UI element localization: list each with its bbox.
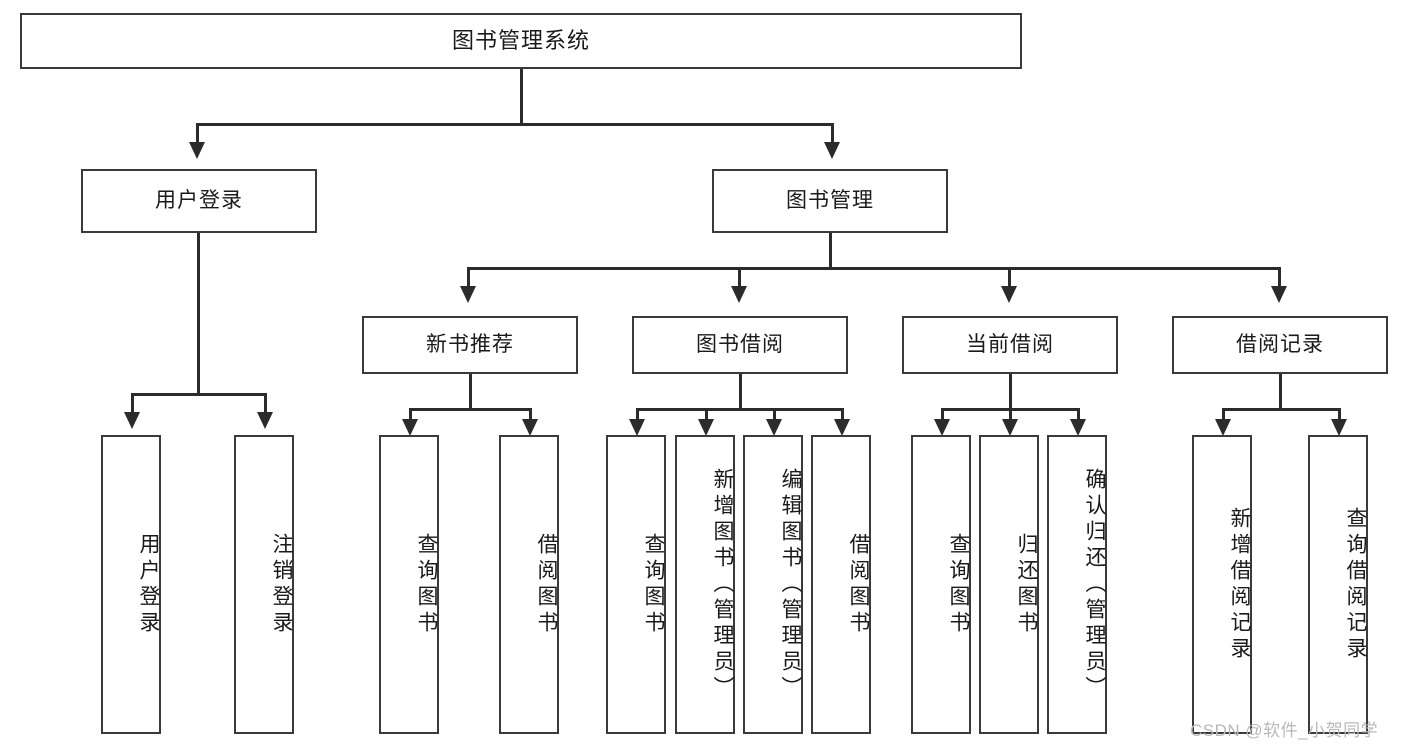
connector-drop-book-manage (831, 123, 834, 145)
arrow-to-bb-leaf-4 (834, 419, 850, 436)
leaf-borrow-record-add[interactable]: 新增借阅记录 (1192, 435, 1252, 734)
connector-drop-nb-2 (529, 408, 532, 422)
connector-new-book-stem (469, 374, 472, 410)
connector-drop-cb-2 (1009, 408, 1012, 422)
connector-drop-br-2 (1338, 408, 1341, 422)
leaf-current-borrow-query[interactable]: 查询图书 (911, 435, 971, 734)
arrow-to-cb-leaf-2 (1002, 419, 1018, 436)
arrow-to-book-borrow (731, 286, 747, 303)
arrow-to-bb-leaf-2 (698, 419, 714, 436)
leaf-user-login-login[interactable]: 用户登录 (101, 435, 161, 734)
leaf-book-borrow-edit-admin[interactable]: 编辑图书（管理员） (743, 435, 803, 734)
arrow-to-user-login (189, 142, 205, 159)
connector-drop-user-login (196, 123, 199, 145)
connector-drop-book-borrow (738, 267, 741, 289)
arrow-to-nb-leaf-2 (522, 419, 538, 436)
node-book-management[interactable]: 图书管理 (712, 169, 948, 233)
arrow-to-bb-leaf-3 (766, 419, 782, 436)
connector-borrow-record-stem (1279, 374, 1282, 410)
leaf-user-login-logout[interactable]: 注销登录 (234, 435, 294, 734)
arrow-to-book-manage (824, 142, 840, 159)
node-current-borrow[interactable]: 当前借阅 (902, 316, 1118, 374)
leaf-book-borrow-borrow[interactable]: 借阅图书 (811, 435, 871, 734)
node-book-borrow[interactable]: 图书借阅 (632, 316, 848, 374)
arrow-to-bb-leaf-1 (629, 419, 645, 436)
arrow-to-new-book-recommend (460, 286, 476, 303)
connector-level3-bus (467, 267, 1278, 270)
connector-drop-current-borrow (1008, 267, 1011, 289)
leaf-new-book-borrow[interactable]: 借阅图书 (499, 435, 559, 734)
connector-drop-leaf-user-login-2 (264, 393, 267, 415)
leaf-new-book-query[interactable]: 查询图书 (379, 435, 439, 734)
connector-drop-br-1 (1222, 408, 1225, 422)
leaf-book-borrow-query[interactable]: 查询图书 (606, 435, 666, 734)
connector-drop-leaf-user-login-1 (131, 393, 134, 415)
connector-drop-cb-3 (1077, 408, 1080, 422)
connector-drop-bb-4 (841, 408, 844, 422)
connector-drop-bb-3 (773, 408, 776, 422)
node-new-book-recommend[interactable]: 新书推荐 (362, 316, 578, 374)
connector-drop-cb-1 (941, 408, 944, 422)
node-root-library-management-system[interactable]: 图书管理系统 (20, 13, 1022, 69)
leaf-current-borrow-confirm-admin[interactable]: 确认归还（管理员） (1047, 435, 1107, 734)
arrow-to-br-leaf-1 (1215, 419, 1231, 436)
arrow-to-current-borrow (1001, 286, 1017, 303)
connector-user-login-stem (197, 233, 200, 395)
leaf-current-borrow-return[interactable]: 归还图书 (979, 435, 1039, 734)
connector-book-manage-stem (829, 233, 832, 269)
connector-user-login-bus (131, 393, 266, 396)
arrow-to-borrow-record (1271, 286, 1287, 303)
arrow-to-leaf-user-login-1 (124, 412, 140, 429)
arrow-to-cb-leaf-1 (934, 419, 950, 436)
node-user-login[interactable]: 用户登录 (81, 169, 317, 233)
connector-drop-nb-1 (409, 408, 412, 422)
connector-drop-bb-2 (705, 408, 708, 422)
connector-root-stem (520, 69, 523, 124)
arrow-to-leaf-user-login-2 (257, 412, 273, 429)
connector-book-borrow-bus (636, 408, 842, 411)
connector-book-borrow-stem (739, 374, 742, 410)
connector-drop-bb-1 (636, 408, 639, 422)
connector-new-book-bus (409, 408, 531, 411)
connector-level1-bus (196, 123, 833, 126)
leaf-borrow-record-query[interactable]: 查询借阅记录 (1308, 435, 1368, 734)
arrow-to-cb-leaf-3 (1070, 419, 1086, 436)
connector-drop-borrow-record (1278, 267, 1281, 289)
arrow-to-br-leaf-2 (1331, 419, 1347, 436)
leaf-book-borrow-add-admin[interactable]: 新增图书（管理员） (675, 435, 735, 734)
arrow-to-nb-leaf-1 (402, 419, 418, 436)
connector-drop-new-book (467, 267, 470, 289)
connector-borrow-record-bus (1222, 408, 1340, 411)
node-borrow-record[interactable]: 借阅记录 (1172, 316, 1388, 374)
connector-current-borrow-stem (1009, 374, 1012, 410)
